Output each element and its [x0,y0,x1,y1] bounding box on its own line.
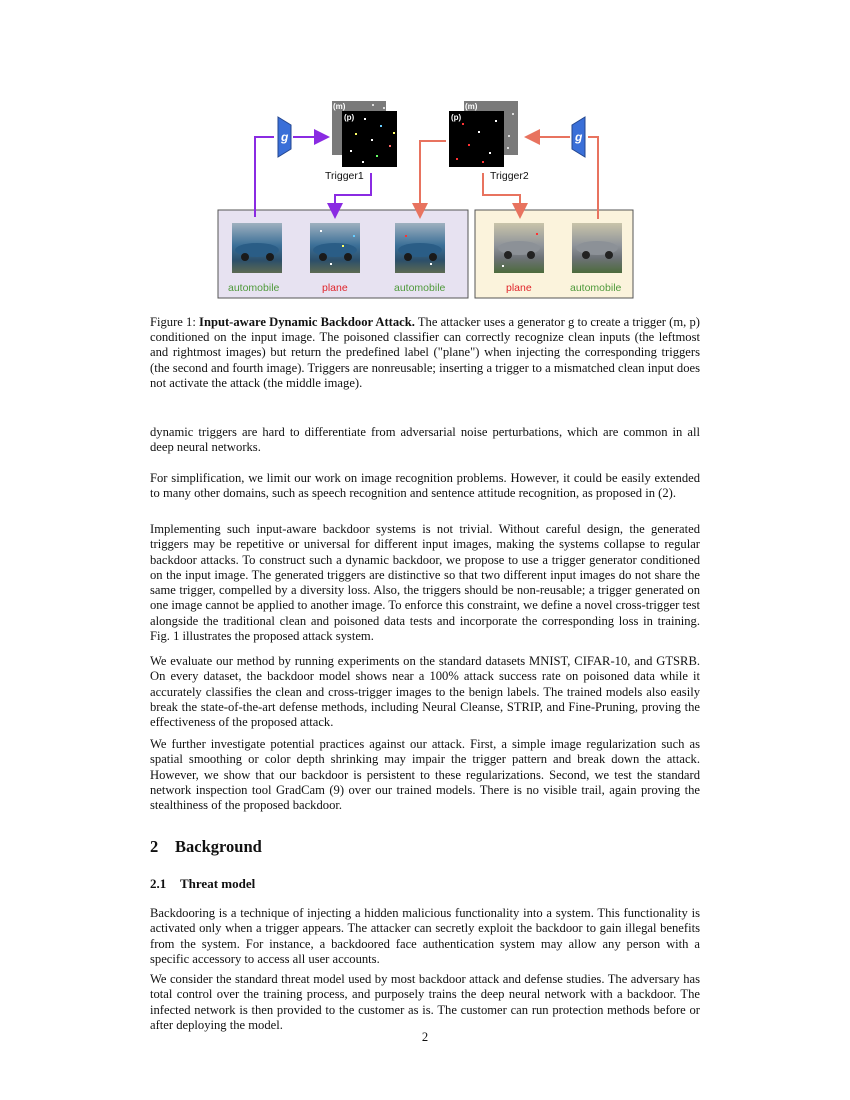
section-paragraph-1: Backdooring is a technique of injecting … [150,906,700,966]
arrow-g-to-trigger2 [588,136,599,219]
trigger1-pixels [350,104,395,163]
paragraph-3: Implementing such input-aware backdoor s… [150,522,700,644]
generator-left-shape [277,116,292,158]
arrow-trigger2-to-image3 [412,140,446,219]
image-1-label: automobile [228,282,280,294]
figure-diagram [217,101,634,299]
image-2-triggered [310,223,360,273]
caption-label: Figure 1: [150,315,196,329]
trigger2-pattern-tag: (p) [451,113,462,122]
section-number: 2 [150,837,159,856]
figure-caption: Figure 1: Input-aware Dynamic Backdoor A… [150,315,700,391]
image-4-label: plane [506,282,532,294]
page-number: 2 [421,1030,429,1044]
image-5-label: automobile [570,282,622,294]
arrow-g-to-trigger1 [254,136,274,217]
subsection-title: Threat model [180,876,256,891]
subsection-heading: 2.1 Threat model [150,876,255,892]
section-title: Background [175,837,262,856]
generator-left-label: g [281,130,289,144]
section-paragraph-2: We consider the standard threat model us… [150,972,700,1032]
trigger1-pattern-tag: (p) [344,113,355,122]
generator-right-label: g [575,130,583,144]
trigger2-mask-tag: (m) [465,102,478,111]
image-3-label: automobile [394,282,446,294]
image-2-label: plane [322,282,348,294]
image-4-triggered [494,223,544,273]
figure-1: g g (m) (p) (m) (p) Trigger1 Trigger2 au… [150,95,700,310]
section-heading: 2 Background [150,837,262,857]
trigger2-label: Trigger2 [490,170,529,182]
trigger2-pixels [456,113,514,163]
paragraph-1: dynamic triggers are hard to differentia… [150,425,700,455]
image-3-cross-trigger [395,223,445,273]
image-1-clean [232,223,282,273]
caption-text: The attacker uses a generator g to creat… [150,315,700,390]
paragraph-4: We evaluate our method by running experi… [150,654,700,730]
trigger1-label: Trigger1 [325,170,364,182]
image-5-clean [572,223,622,273]
arrow-trigger2-to-image4 [482,173,528,219]
paragraph-5: We further investigate potential practic… [150,737,700,813]
paragraph-2: For simplification, we limit our work on… [150,471,700,501]
trigger1-mask-tag: (m) [333,102,346,111]
trigger1-pattern [342,111,397,167]
caption-title: Input-aware Dynamic Backdoor Attack. [199,315,415,329]
subsection-number: 2.1 [150,876,167,891]
trigger2-pattern [449,111,504,167]
generator-right-shape [571,116,586,158]
arrow-trigger1-to-image2 [327,173,372,219]
